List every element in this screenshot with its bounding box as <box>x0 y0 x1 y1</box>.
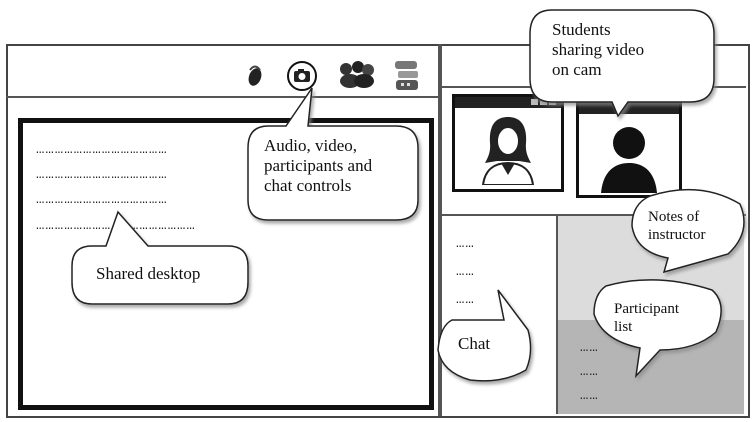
callout-line: Participant <box>614 300 714 318</box>
notes-callout: Notes of instructor <box>648 208 744 244</box>
shared-desktop-callout: Shared desktop <box>96 264 236 284</box>
callout-line: sharing video <box>552 40 702 60</box>
students-callout: Students sharing video on cam <box>552 20 702 80</box>
chat-callout: Chat <box>458 334 518 354</box>
participant-callout: Participant list <box>614 300 714 336</box>
shared-desktop-callout-shape <box>72 212 248 304</box>
callout-line: Students <box>552 20 702 40</box>
callout-line: on cam <box>552 60 702 80</box>
callout-line: Audio, video, <box>264 136 414 156</box>
callout-line: instructor <box>648 226 744 244</box>
controls-callout: Audio, video, participants and chat cont… <box>264 136 414 196</box>
callout-line: list <box>614 318 714 336</box>
callout-line: participants and <box>264 156 414 176</box>
callout-line: Notes of <box>648 208 744 226</box>
callout-line: chat controls <box>264 176 414 196</box>
